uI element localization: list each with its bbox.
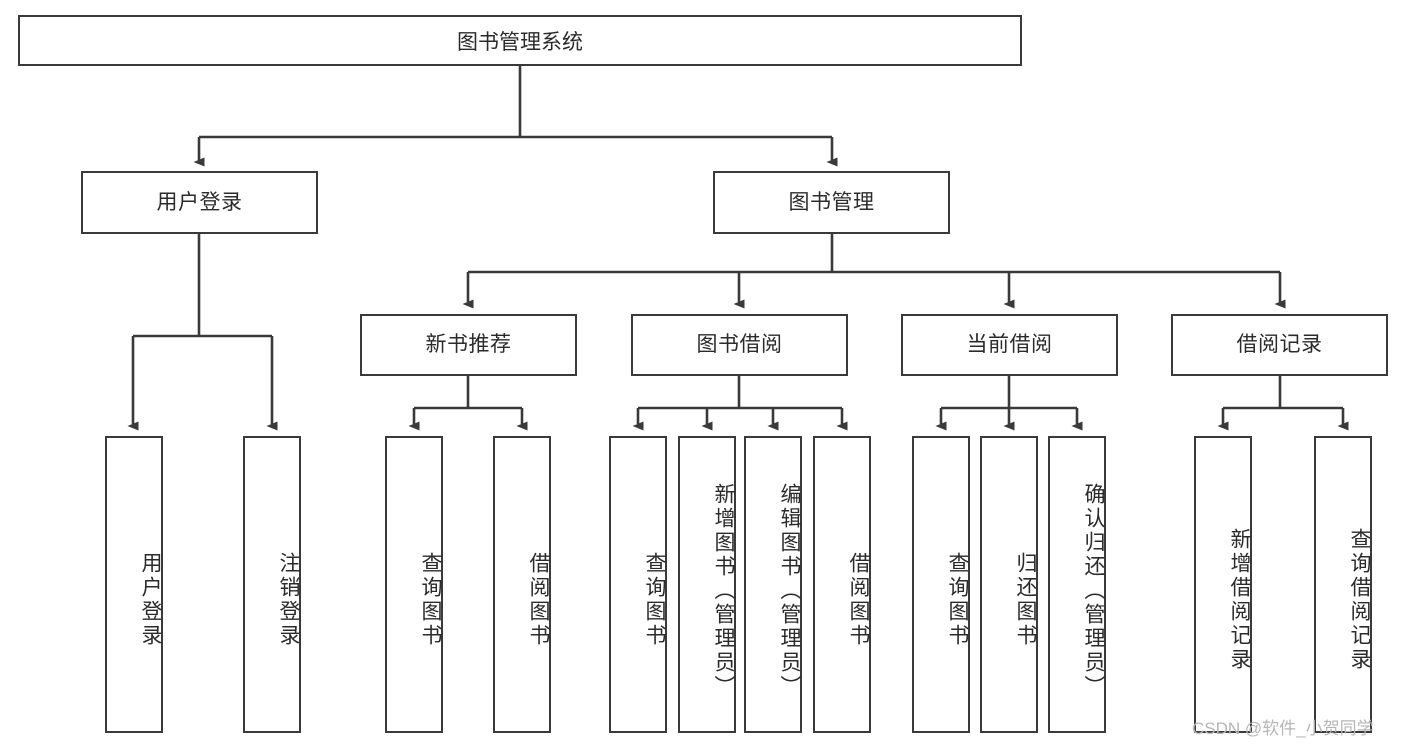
node-new-book-recommend[interactable]: 新书推荐 — [360, 314, 577, 376]
leaf-current-query-book[interactable]: 查询图书 — [912, 436, 970, 733]
leaf-borrow-edit-book-admin[interactable]: 编辑图书（管理员） — [744, 436, 802, 733]
node-root[interactable]: 图书管理系统 — [18, 15, 1022, 66]
leaf-borrow-add-book-admin[interactable]: 新增图书（管理员） — [678, 436, 736, 733]
node-user-login[interactable]: 用户登录 — [81, 171, 318, 234]
node-current-borrow[interactable]: 当前借阅 — [901, 314, 1118, 376]
leaf-borrow-borrow-book[interactable]: 借阅图书 — [813, 436, 871, 733]
leaf-record-add-record[interactable]: 新增借阅记录 — [1194, 436, 1252, 733]
leaf-current-return-book[interactable]: 归还图书 — [980, 436, 1038, 733]
leaf-borrow-query-book[interactable]: 查询图书 — [609, 436, 667, 733]
leaf-current-confirm-return-admin[interactable]: 确认归还（管理员） — [1048, 436, 1106, 733]
node-book-borrow[interactable]: 图书借阅 — [631, 314, 848, 376]
leaf-user-login-logout[interactable]: 注销登录 — [243, 436, 301, 733]
leaf-recommend-borrow-book[interactable]: 借阅图书 — [493, 436, 551, 733]
node-book-management[interactable]: 图书管理 — [713, 171, 950, 234]
leaf-record-query-record[interactable]: 查询借阅记录 — [1314, 436, 1372, 733]
watermark-text: CSDN @软件_小贺同学 — [1192, 719, 1374, 738]
leaf-recommend-query-book[interactable]: 查询图书 — [385, 436, 443, 733]
leaf-user-login-login[interactable]: 用户登录 — [105, 436, 163, 733]
node-borrow-record[interactable]: 借阅记录 — [1171, 314, 1388, 376]
